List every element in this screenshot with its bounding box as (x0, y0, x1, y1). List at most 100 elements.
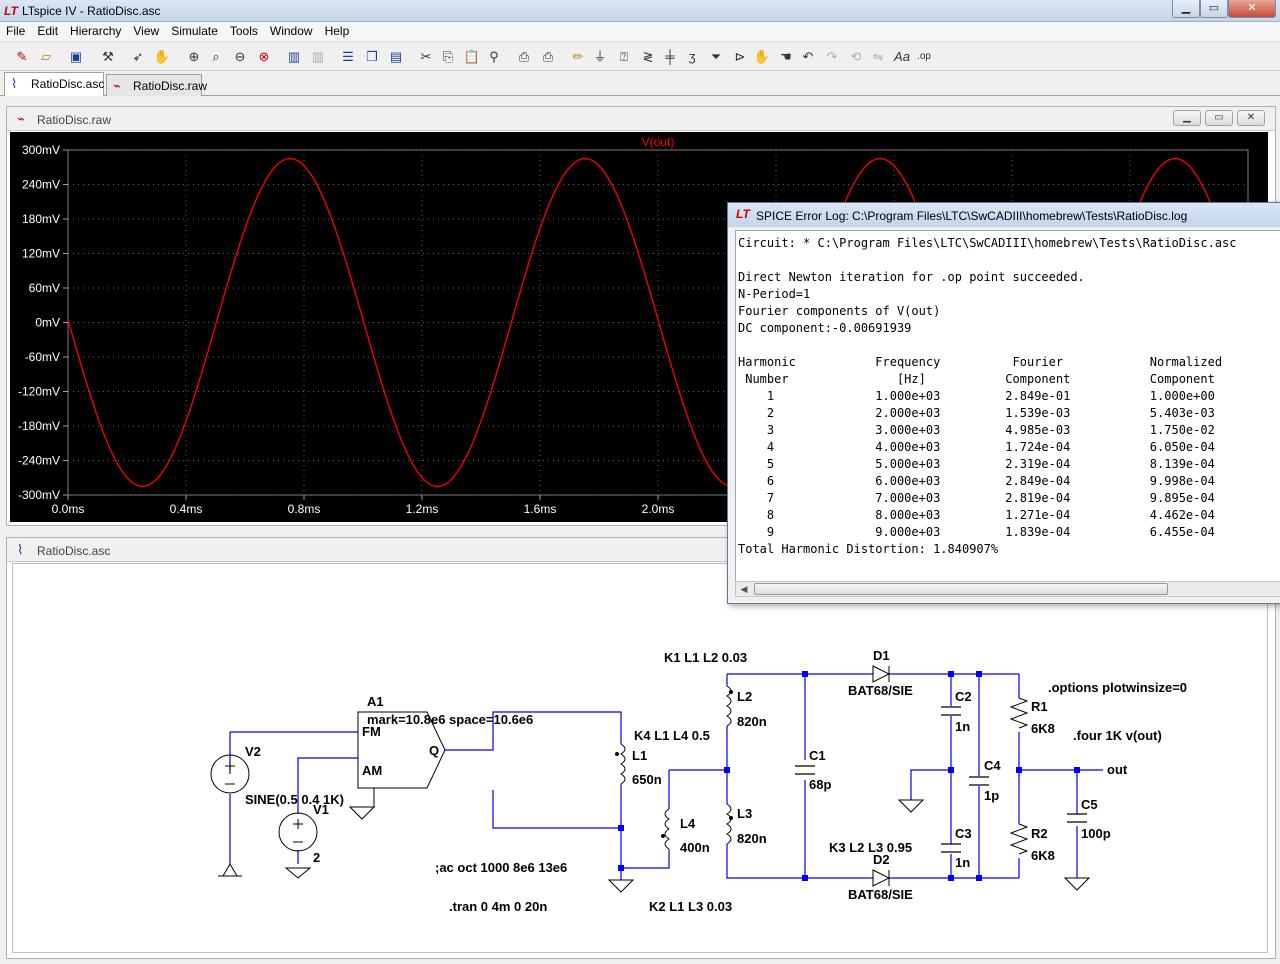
ground-icon[interactable]: ⏚ (593, 49, 607, 64)
plot-window-title-bar: ⌁ RatioDisc.raw ▁ ▭ ✕ (7, 107, 1275, 131)
menu-file[interactable]: File (6, 24, 26, 38)
x-tick-label: 0.4ms (170, 502, 203, 516)
print-setup-icon[interactable]: ⎙ (542, 49, 554, 64)
schematic-canvas[interactable]: A1 mark=10.8e6 space=10.6e6 FM AM Q V2 S… (12, 563, 1268, 953)
waveform-icon: ⌁ (17, 111, 25, 126)
menu-help[interactable]: Help (324, 24, 350, 38)
x-tick-label: 1.6ms (524, 502, 557, 516)
x-tick-label: 2.0ms (642, 502, 675, 516)
schematic-window-title: RatioDisc.asc (37, 544, 111, 558)
zoom-cancel-icon[interactable]: ⊗ (258, 49, 270, 64)
minimize-button[interactable]: ▁ (1172, 0, 1200, 18)
rotate-icon[interactable]: ⟲ (850, 49, 862, 64)
restore-button[interactable]: ▭ (1200, 0, 1228, 18)
scroll-thumb[interactable] (754, 583, 1168, 595)
component-icon[interactable]: ⊳ (734, 49, 746, 64)
capacitors[interactable] (795, 706, 1087, 853)
l3-label: L3 (737, 806, 752, 821)
log-line: Direct Newton iteration for .op point su… (738, 270, 1085, 284)
junctions (618, 671, 1080, 881)
error-log-hscrollbar[interactable]: ◀ (735, 581, 1280, 597)
log-line: 1 1.000e+03 2.849e-01 1.000e+00 (738, 389, 1215, 403)
wire-icon[interactable]: ✏ (572, 49, 584, 64)
text-icon[interactable]: Aa (894, 49, 910, 64)
c5-label: C5 (1081, 797, 1098, 812)
d2-label: D2 (873, 852, 890, 867)
l1-value: 650n (632, 772, 662, 787)
plot-restore-button[interactable]: ▭ (1205, 110, 1233, 126)
menu-hierarchy[interactable]: Hierarchy (70, 24, 122, 38)
tile-vertical-icon[interactable]: ▤ (389, 49, 403, 64)
menu-window[interactable]: Window (269, 24, 313, 38)
y-tick-label: 0mV (35, 316, 60, 330)
log-line: 6 6.000e+03 2.849e-04 9.998e-04 (738, 474, 1215, 488)
waveform-icon[interactable]: ▥ (287, 49, 301, 64)
scroll-left-icon[interactable]: ◀ (740, 584, 748, 594)
resistor-icon[interactable]: ≷ (642, 49, 654, 64)
r2-label: R2 (1031, 826, 1048, 841)
l1-label: L1 (632, 748, 647, 763)
menu-edit[interactable]: Edit (37, 24, 59, 38)
diode-icon[interactable]: ⏷ (710, 49, 722, 64)
waveform-svg: V(out) 300mV240mV180mV120mV60mV0mV-60mV-… (18, 135, 1249, 516)
v2-source[interactable] (210, 754, 250, 877)
save-icon[interactable]: ▣ (69, 49, 83, 64)
c4-label: C4 (984, 758, 1001, 773)
close-button[interactable]: ✕ (1228, 0, 1276, 18)
undo-icon[interactable]: ↶ (802, 49, 814, 64)
tab-ratiodisc-asc[interactable]: ⌇ RatioDisc.asc (4, 72, 104, 96)
paste-icon[interactable]: 📋 (463, 49, 481, 64)
zoom-fit-icon[interactable]: ⊖ (234, 49, 246, 64)
label-icon[interactable]: ⍰ (620, 49, 628, 64)
halt-icon[interactable]: ✋ (153, 49, 171, 64)
waveform-gray-icon[interactable]: ▥ (311, 49, 325, 64)
ltspice-logo-icon: LT (736, 207, 750, 221)
zoom-in-icon[interactable]: ⊕ (188, 49, 200, 64)
error-log-title: SPICE Error Log: C:\Program Files\LTC\Sw… (756, 209, 1188, 223)
y-tick-label: -240mV (18, 454, 60, 468)
find-icon[interactable]: ⚲ (489, 49, 499, 64)
tab-label: RatioDisc.raw (133, 79, 208, 93)
trace-label[interactable]: V(out) (642, 135, 675, 149)
tile-horizontal-icon[interactable]: ☰ (342, 49, 354, 64)
menu-view[interactable]: View (133, 24, 160, 38)
cut-icon[interactable]: ✂ (420, 49, 432, 64)
v1-value2: 2 (313, 850, 320, 865)
c3-value: 1n (955, 855, 970, 870)
schematic-icon: ⌇ (11, 76, 18, 91)
copy-icon[interactable]: ⎘ (442, 49, 454, 64)
a1-params: mark=10.8e6 space=10.6e6 (367, 712, 533, 727)
mirror-icon[interactable]: ⇋ (872, 49, 884, 64)
four-directive: .four 1K v(out) (1073, 728, 1162, 743)
resistors[interactable] (1009, 697, 1029, 855)
tab-ratiodisc-raw[interactable]: ⌁ RatioDisc.raw (106, 74, 207, 96)
options-directive: .options plotwinsize=0 (1048, 680, 1187, 695)
inductor-icon[interactable]: ʒ (688, 49, 696, 64)
a1-pin-q: Q (429, 743, 439, 758)
capacitor-icon[interactable]: ╪ (665, 49, 675, 64)
move-icon[interactable]: ✋ (753, 49, 771, 64)
menu-bar: File Edit Hierarchy View Simulate Tools Window… (0, 22, 1280, 42)
zoom-out-icon[interactable]: ⌕ (212, 49, 220, 64)
v1-source[interactable] (278, 812, 318, 879)
inductors[interactable] (615, 685, 733, 854)
a1-modulator[interactable] (348, 711, 446, 820)
redo-icon[interactable]: ↷ (826, 49, 838, 64)
menu-tools[interactable]: Tools (229, 24, 258, 38)
plot-minimize-button[interactable]: ▁ (1173, 110, 1201, 126)
control-panel-icon[interactable]: ⚒ (102, 49, 114, 64)
r2-value: 6K8 (1031, 848, 1055, 863)
run-icon[interactable]: ➶ (132, 49, 144, 64)
print-icon[interactable]: ⎙ (518, 49, 530, 64)
new-schematic-icon[interactable]: ✎ (16, 49, 28, 64)
error-log-text-area[interactable]: Circuit: * C:\Program Files\LTC\SwCADIII… (735, 230, 1280, 582)
diodes[interactable] (872, 665, 891, 887)
drag-icon[interactable]: ☚ (780, 49, 792, 64)
cascade-icon[interactable]: ❐ (366, 49, 378, 64)
open-icon[interactable]: ▱ (41, 49, 51, 64)
plot-close-button[interactable]: ✕ (1237, 110, 1265, 126)
spice-directive-icon[interactable]: .op (917, 51, 931, 62)
tab-label: RatioDisc.asc (31, 77, 105, 91)
menu-simulate[interactable]: Simulate (171, 24, 218, 38)
